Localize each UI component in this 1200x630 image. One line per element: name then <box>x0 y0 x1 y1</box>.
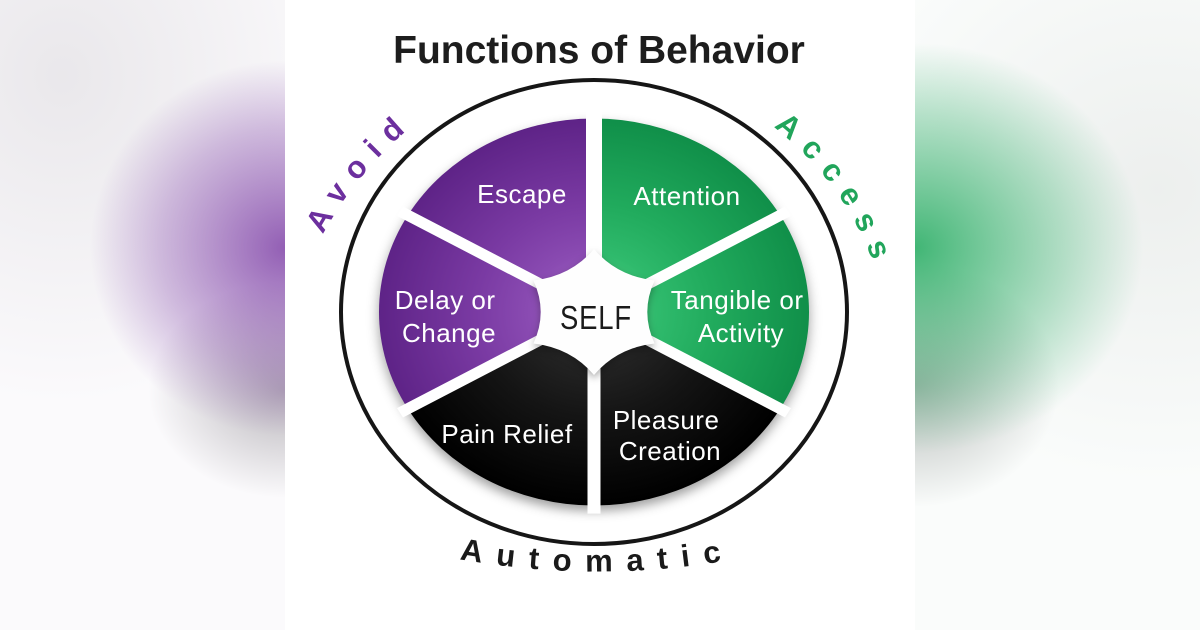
wedge-pleasure-creation <box>594 312 781 506</box>
wedge-label-pleasure-creation: Pleasure Creation <box>613 405 727 466</box>
wedge-label-attention: Attention <box>633 181 740 211</box>
wedge-delay-or-change <box>378 215 594 409</box>
wedge-label-delay-or-change: Delay or Change <box>395 285 504 348</box>
diagram-title: Functions of Behavior <box>393 29 805 72</box>
background-blur-left <box>0 0 285 630</box>
center-self-label: SELF <box>560 299 632 336</box>
wheel-wedges <box>378 118 810 506</box>
wedge-label-tangible-or-activity: Tangible or Activity <box>671 285 811 348</box>
wedge-pain-relief <box>407 312 594 506</box>
wedge-escape <box>407 118 594 312</box>
wedge-attention <box>594 118 781 312</box>
wedge-label-escape: Escape <box>477 179 567 209</box>
background-blur-right <box>915 0 1200 630</box>
wedge-tangible-or-activity <box>594 215 810 409</box>
center-self-shape <box>533 249 655 375</box>
wedge-label-pain-relief: Pain Relief <box>441 419 573 449</box>
